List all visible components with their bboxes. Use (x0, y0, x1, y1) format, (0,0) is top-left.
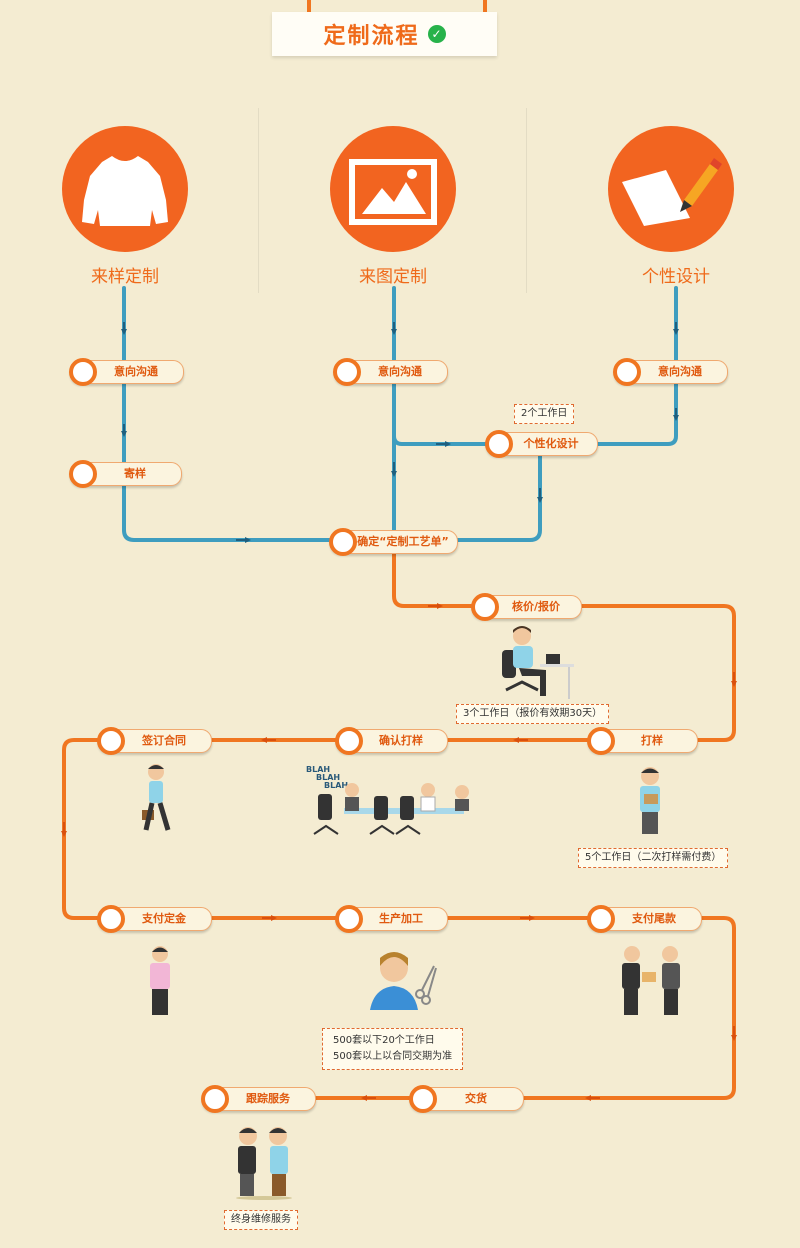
step-deposit: 支付定金 (97, 905, 212, 933)
step-confirm-sample: 确认打样 (335, 727, 448, 755)
personal-design-circle (608, 126, 734, 252)
blah-text: BLAH (324, 781, 348, 790)
node-label: 个性设计 (642, 267, 710, 287)
shirt-icon (82, 156, 168, 226)
sample-days-note: 5个工作日（二次打样需付费） (578, 848, 729, 868)
blah-text: BLAH (316, 773, 340, 782)
sample-custom-circle (62, 126, 188, 252)
walking-businessman-illustration (142, 764, 171, 831)
handover-illustration (622, 946, 680, 1015)
paper-pencil-icon (622, 158, 722, 226)
step-confirm-sheet: 确定“定制工艺单” (329, 528, 458, 556)
step-sign-contract: 签订合同 (97, 727, 212, 755)
step-sampling: 打样 (587, 727, 698, 755)
support-agent-illustration (640, 767, 660, 834)
step-delivery: 交货 (409, 1085, 524, 1113)
column-divider (526, 108, 527, 293)
handshake-illustration (236, 1127, 292, 1200)
node-label: 来图定制 (359, 267, 427, 287)
step-send-sample: 寄样 (69, 460, 182, 488)
title-box: 定制流程 ✓ (272, 12, 497, 56)
design-days-note: 2个工作日 (514, 404, 575, 424)
step-communicate: 意向沟通 (333, 358, 448, 386)
step-communicate: 意向沟通 (613, 358, 728, 386)
image-custom-circle (330, 126, 456, 252)
check-icon: ✓ (427, 25, 446, 43)
page-title: 定制流程 (323, 24, 420, 49)
production-note-line: 500套以上以合同交期为准 (333, 1051, 453, 1062)
service-note: 终身维修服务 (224, 1210, 298, 1230)
picture-icon (349, 159, 437, 225)
step-personal-design: 个性化设计 (485, 430, 598, 458)
step-follow-up: 跟踪服务 (201, 1085, 316, 1113)
quote-days-note: 3个工作日（报价有效期30天） (456, 704, 610, 724)
node-label: 来样定制 (91, 267, 159, 287)
person-at-desk-illustration (502, 626, 574, 699)
production-note-line: 500套以下20个工作日 (333, 1035, 435, 1046)
meeting-illustration: BLAH BLAH BLAH (306, 765, 469, 835)
production-days-note: 500套以下20个工作日 500套以上以合同交期为准 (322, 1028, 464, 1070)
tailor-illustration (370, 952, 437, 1010)
step-final-payment: 支付尾款 (587, 905, 702, 933)
standing-person-illustration (150, 946, 170, 1015)
step-communicate: 意向沟通 (69, 358, 184, 386)
step-production: 生产加工 (335, 905, 448, 933)
step-pricing: 核价/报价 (471, 593, 582, 621)
column-divider (258, 108, 259, 293)
blah-text: BLAH (306, 765, 330, 774)
